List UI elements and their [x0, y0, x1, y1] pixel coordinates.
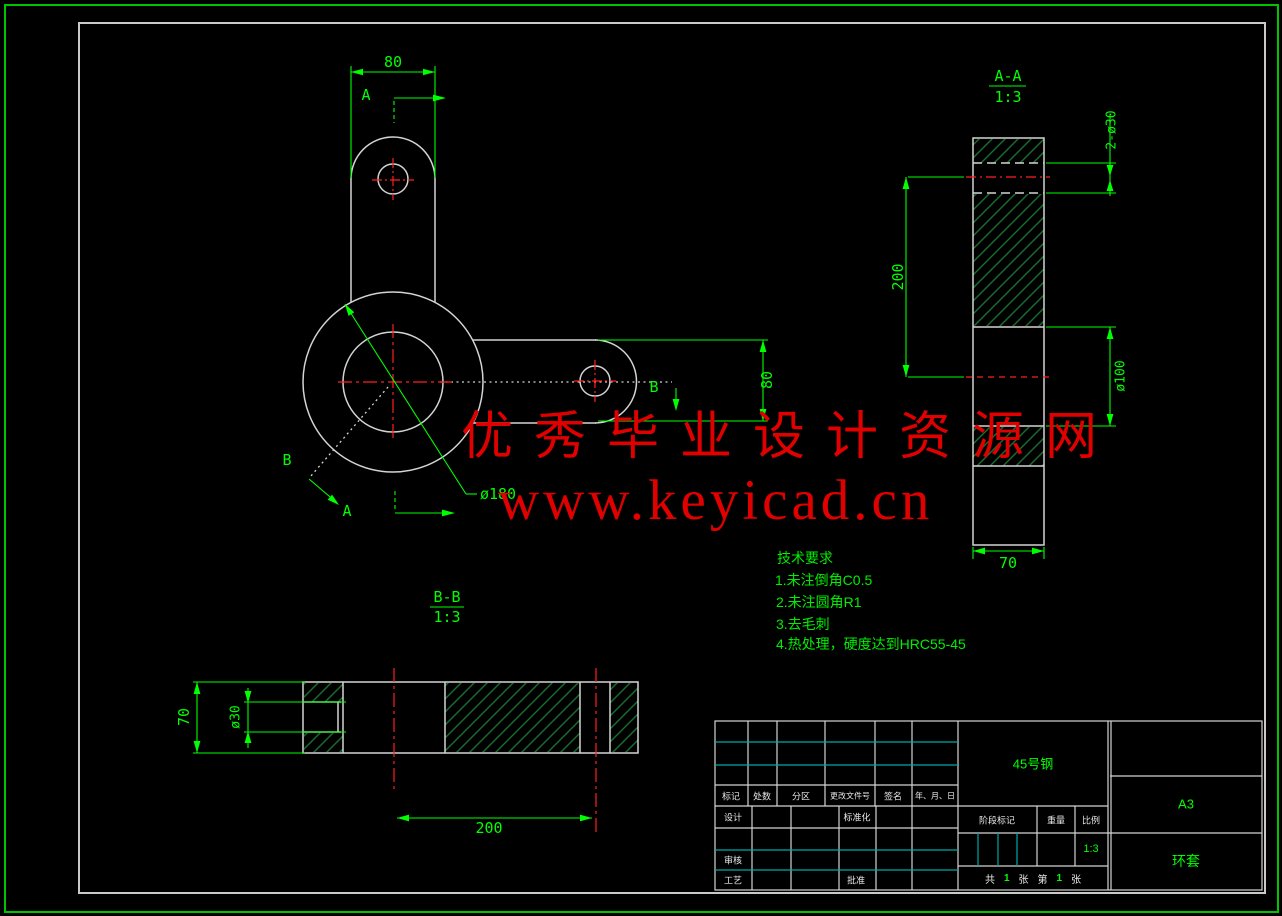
section-aa-title: A-A	[994, 67, 1022, 85]
tech-req-item: 2.未注圆角R1	[776, 594, 862, 610]
leader-diameter-label: ø180	[479, 485, 517, 503]
tb-header-count: 处数	[752, 791, 772, 802]
dim-top-width: 80	[383, 53, 403, 71]
tb-header-mark: 标记	[721, 791, 741, 802]
drawing-frame	[78, 22, 1266, 894]
dim-aa-holes: 2-ø30	[1104, 110, 1120, 150]
tb-scale-value: 1:3	[1083, 843, 1099, 855]
tech-req-title: 技术要求	[777, 550, 833, 566]
dim-right-height: 80	[758, 370, 776, 390]
front-view-phantom-lines	[309, 381, 672, 478]
boss-outer-circle	[302, 291, 484, 473]
tb-sheet-index-value: 1	[1056, 872, 1063, 884]
tb-stage-mark-label: 阶段标记	[978, 815, 1016, 826]
tb-header-sign: 签名	[883, 791, 903, 802]
tb-design-label: 设计	[723, 812, 743, 823]
tb-header-zone: 分区	[791, 791, 811, 802]
dim-bb-hole: ø30	[228, 705, 244, 729]
dimension-arrows	[193, 68, 1114, 822]
paper-border	[4, 4, 1279, 913]
tb-sheet-total-suffix: 张	[1018, 874, 1029, 886]
watermark-text: 优秀毕业设计资源网	[461, 409, 1119, 466]
tb-process-label: 工艺	[723, 875, 743, 886]
tb-approve-label: 批准	[846, 875, 866, 886]
tb-standardize-label: 标准化	[843, 812, 871, 823]
dim-bb-width: 70	[175, 707, 193, 727]
section-marker-a-bottom: A	[342, 502, 352, 520]
tb-sheet-total-value: 1	[1003, 872, 1010, 884]
tech-req-item: 4.热处理，硬度达到HRC55-45	[776, 636, 966, 652]
watermark-url: www.keyicad.cn	[498, 469, 934, 532]
title-block-grid	[714, 720, 1263, 891]
title-block-teal-lines	[715, 741, 1018, 871]
tech-req-item: 1.未注倒角C0.5	[775, 572, 873, 588]
section-bb-hatch	[304, 683, 638, 752]
dim-bb-length: 200	[475, 819, 503, 837]
tb-sheet-total-label: 共	[984, 874, 995, 886]
tb-audit-label: 审核	[723, 855, 743, 866]
section-marker-b-right: B	[649, 378, 659, 396]
section-aa-scale: 1:3	[994, 88, 1022, 106]
tb-part-name: 环套	[1172, 853, 1200, 869]
tb-sheet-index-suffix: 张	[1071, 874, 1082, 886]
section-aa-hatch	[973, 139, 1044, 466]
tb-header-date: 年、月、日	[915, 791, 955, 801]
section-bb-scale: 1:3	[433, 608, 461, 626]
dim-aa-bore: ø100	[1113, 360, 1129, 392]
section-marker-a-top: A	[361, 86, 371, 104]
dim-aa-width: 70	[998, 554, 1018, 572]
section-marker-b-left: B	[282, 451, 292, 469]
tb-paper-size: A3	[1178, 796, 1194, 812]
tb-sheet-row: 共 1 张 第 1 张	[958, 866, 1108, 890]
tb-weight-label: 重量	[1046, 815, 1066, 826]
dim-aa-length: 200	[889, 263, 907, 291]
tb-scale-label: 比例	[1081, 815, 1101, 826]
tb-material-value: 45号钢	[1012, 756, 1054, 772]
tech-req-item: 3.去毛刺	[776, 616, 830, 632]
tb-sheet-index-label: 第	[1037, 874, 1048, 886]
section-aa-outline	[972, 137, 1045, 546]
section-bb-title: B-B	[433, 588, 461, 606]
tb-header-docno: 更改文件号	[830, 791, 870, 801]
